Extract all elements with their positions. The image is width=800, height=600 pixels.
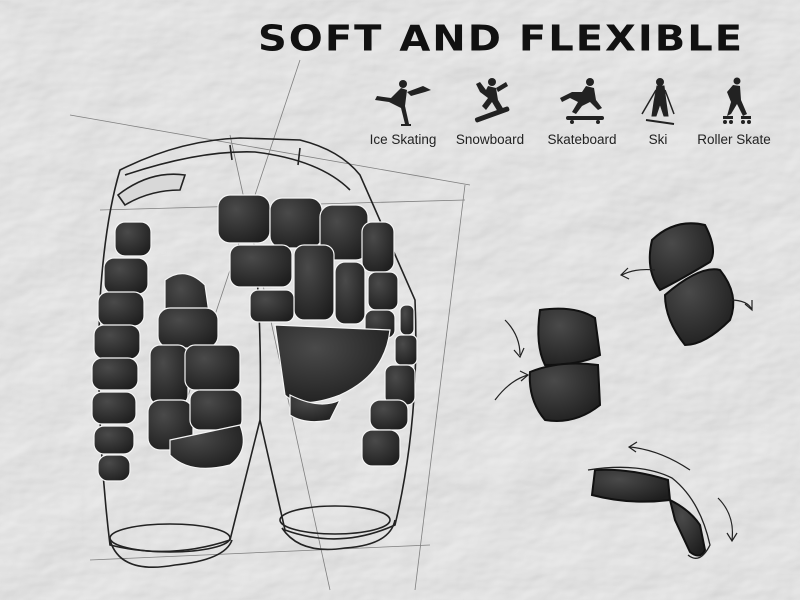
lower-side-pads	[361, 304, 418, 467]
snowboard-icon	[474, 78, 510, 123]
sport-label: Ice Skating	[369, 132, 437, 147]
sport-roller-skate: Roller Skate	[693, 76, 775, 147]
roller-skate-icon	[723, 77, 751, 124]
flex-demo-pad-1	[528, 307, 602, 422]
flex-demo-pad-3-frame	[587, 466, 711, 559]
skateboard-icon	[560, 78, 604, 124]
sport-ice-skating: Ice Skating	[366, 76, 440, 147]
side-pads	[91, 221, 152, 482]
ice-skating-icon	[375, 80, 431, 126]
sport-label: Roller Skate	[697, 132, 771, 147]
sport-label: Skateboard	[547, 132, 617, 147]
thigh-pad	[147, 273, 244, 469]
sport-label: Snowboard	[455, 132, 525, 147]
flex-demo-pad-2	[648, 222, 735, 347]
sport-ski: Ski	[638, 76, 678, 147]
ski-icon	[641, 78, 675, 125]
sport-snowboard: Snowboard	[452, 76, 528, 147]
headline: SOFT AND FLEXIBLE	[258, 18, 745, 60]
sport-skateboard: Skateboard	[543, 76, 621, 147]
flex-arrows	[494, 267, 753, 543]
flex-demo-pad-3	[590, 468, 707, 557]
hip-pad	[217, 194, 399, 423]
sport-label: Ski	[648, 132, 668, 147]
